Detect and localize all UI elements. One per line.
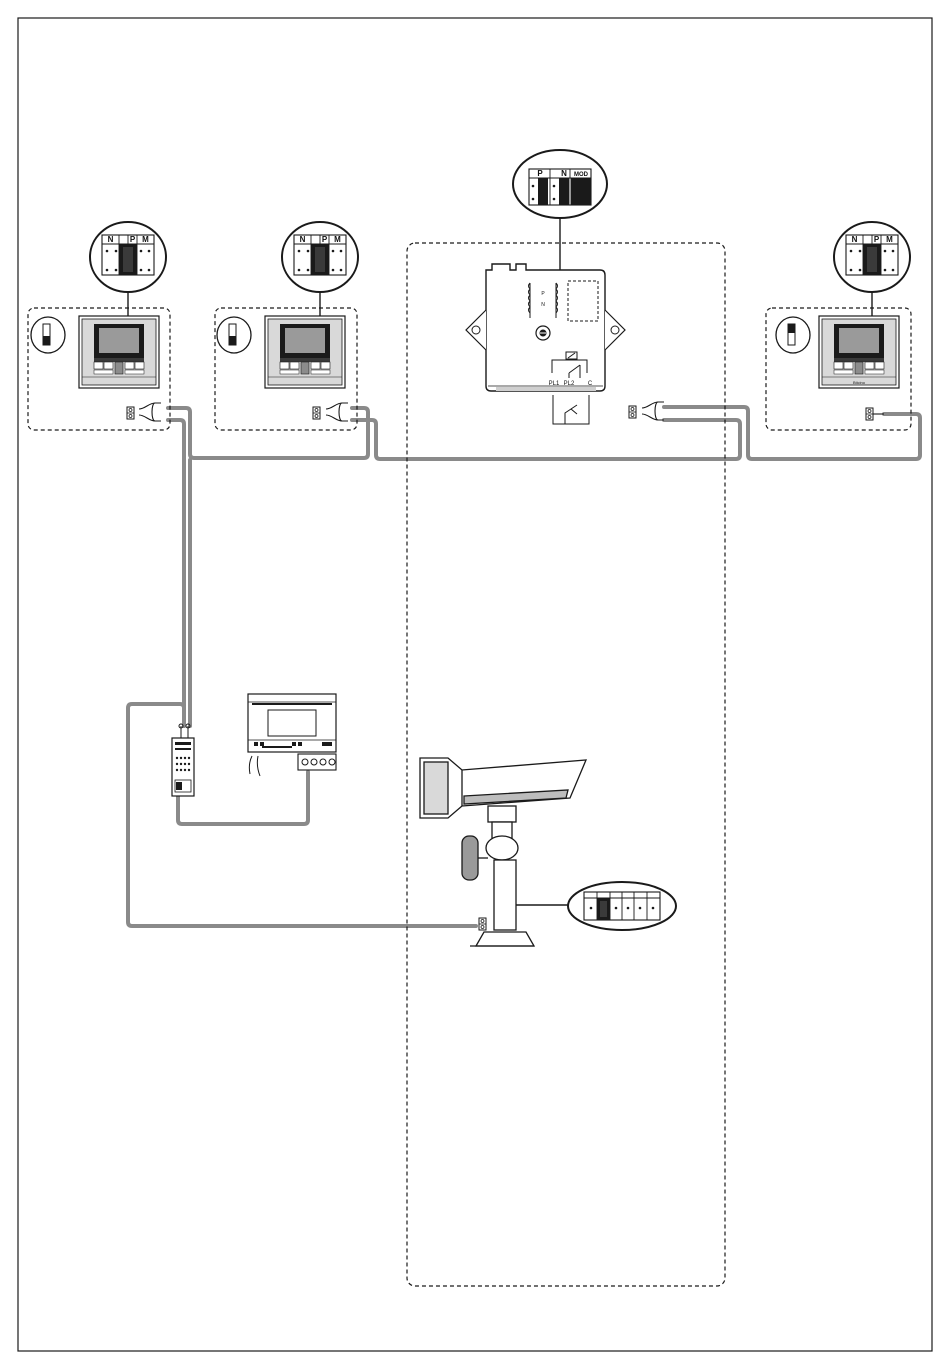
monitor-1-terminal <box>127 407 134 419</box>
monitor-2: N P M <box>217 222 358 421</box>
camera-adapter: P N MOD P N <box>466 150 664 424</box>
bus-cable-m2-adapter <box>352 420 740 459</box>
monitor-1: N P M <box>31 222 166 421</box>
adapter-right-ear <box>605 310 625 350</box>
psu-mains-wires <box>249 756 260 776</box>
adapter-label-mod: MOD <box>574 172 589 178</box>
svg-text:N: N <box>541 302 545 308</box>
bus-cable-m1-m2 <box>168 408 368 458</box>
bus-distributor <box>172 724 194 796</box>
adapter-left-ear <box>466 310 486 350</box>
jumper-label-n: N <box>852 235 858 244</box>
jumper-label-m: M <box>142 235 149 244</box>
power-supply <box>248 694 336 776</box>
enclosures <box>28 243 911 1286</box>
jumper-label-n: N <box>300 235 306 244</box>
jumper-label-m: M <box>334 235 341 244</box>
monitor-2-connector <box>326 403 348 421</box>
adapter-label-n: N <box>561 169 567 178</box>
camera-terminal <box>479 918 486 930</box>
monitor-1-connector <box>139 403 161 421</box>
adapter-jumper-callout: P N MOD <box>513 150 607 218</box>
jumper-label-n: N <box>108 235 114 244</box>
jumper-label-p: P <box>874 235 880 244</box>
monitor-1-jumper-callout: N P M <box>90 222 166 292</box>
monitor-4-brand: Bticino <box>853 380 866 385</box>
monitor-1-switch-icon <box>31 317 65 353</box>
monitor-4-unit <box>819 316 899 388</box>
monitor-2-unit <box>265 316 345 388</box>
monitor-1-unit <box>79 316 159 388</box>
adapter-connector <box>642 402 664 420</box>
jumper-label-p: P <box>322 235 328 244</box>
bus-cable-adapter-m4 <box>664 407 920 459</box>
jumper-label-m: M <box>886 235 893 244</box>
monitor-4-jumper-callout: N P M <box>834 222 910 292</box>
monitor-2-terminal <box>313 407 320 419</box>
riser-cable-m1 <box>168 420 184 726</box>
psu-cable <box>178 772 308 824</box>
cables <box>128 407 920 926</box>
adapter-label-p: P <box>537 169 543 178</box>
relay-label-c: C <box>588 381 593 387</box>
cctv-camera <box>420 758 586 946</box>
monitor-4: N P M Bticino <box>776 222 910 420</box>
relay-label-pl1: PL1 <box>549 381 560 387</box>
monitor-2-switch-icon <box>217 317 251 353</box>
page-frame <box>18 18 932 1351</box>
relay-label-pl2: PL2 <box>564 381 575 387</box>
lock-button-symbol <box>553 395 589 424</box>
monitor-4-terminal <box>866 408 873 420</box>
monitor-2-jumper-callout: N P M <box>282 222 358 292</box>
adapter-terminal <box>629 406 636 418</box>
adapter-trimmer-icon <box>536 326 550 340</box>
monitor-4-switch-icon <box>776 317 810 353</box>
jumper-label-p: P <box>130 235 136 244</box>
camera-jumper-callout <box>568 882 676 930</box>
